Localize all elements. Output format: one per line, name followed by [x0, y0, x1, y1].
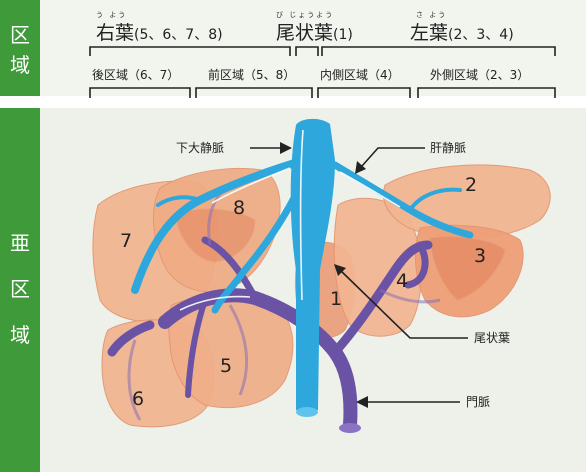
- portal-vein-cut: [339, 423, 361, 433]
- lateral-sector-bracket: [417, 87, 556, 98]
- left-lobe-ruby: さ よう: [416, 11, 448, 19]
- segment-2-number: 2: [465, 174, 477, 196]
- callout-arrowheads: [280, 142, 368, 408]
- ivc-arrowhead: [280, 142, 292, 154]
- hepatic-vein-callout-line: [361, 147, 425, 167]
- left-lobe-bracket: [321, 46, 556, 56]
- callout-lines: [250, 147, 468, 403]
- subregion-label-char-2: 区: [10, 277, 30, 301]
- caudate-lobe-callout-line: [339, 269, 468, 339]
- sector-brackets: [89, 87, 556, 98]
- segment-7-number: 7: [120, 230, 132, 252]
- portal-vein: [107, 236, 433, 432]
- right-lobe-name: 右葉: [96, 22, 135, 44]
- caudate-lobe-arrowhead: [334, 264, 346, 276]
- hepatic-veins: [131, 156, 474, 314]
- right-lobe-ruby: う よう: [96, 11, 128, 19]
- anterior-sector-bracket: [195, 87, 313, 98]
- posterior-sector-bracket: [89, 87, 191, 98]
- medial-sector-bracket: [317, 87, 411, 98]
- subregion-label-char-3: 域: [10, 323, 30, 347]
- inferior-vena-cava: [290, 118, 335, 417]
- middle-hepatic-vein: [211, 171, 309, 314]
- subregion-label-char-1: 亜: [10, 231, 30, 255]
- vein-highlights: [179, 129, 401, 311]
- left-lobe-name: 左葉: [410, 22, 449, 44]
- left-lobe-segments: (2、3、4): [448, 27, 514, 43]
- ivc-label: 下大静脈: [176, 141, 224, 155]
- left-lobe-title: 左葉(2、3、4): [410, 18, 514, 45]
- segment-8-dark-area: [174, 208, 256, 263]
- caudate-lobe-label: 尾状葉: [474, 331, 510, 345]
- posterior-sector-label: 後区域（6、7）: [92, 68, 180, 82]
- ivc-body: [290, 118, 335, 410]
- portal-vein-umbilical: [404, 241, 429, 289]
- segment-6-number: 6: [132, 388, 144, 410]
- divider: [0, 96, 586, 108]
- portal-vein-label: 門脈: [466, 395, 490, 409]
- caudate-lobe-ruby: び じょうよう: [276, 11, 335, 19]
- caudate-lobe-bracket: [295, 46, 319, 56]
- lobe-brackets: [89, 46, 556, 56]
- portal-vein-segment5-branch: [185, 297, 208, 398]
- portal-vein-right-posterior: [107, 320, 155, 357]
- segment-3-number: 3: [474, 245, 486, 267]
- anterior-sector-label: 前区域（5、8）: [208, 68, 296, 82]
- region-band: [0, 0, 40, 96]
- hepatic-vein-arrowhead: [355, 161, 366, 174]
- caudate-lobe-segments: (1): [333, 27, 353, 43]
- lateral-sector-label: 外側区域（2、3）: [430, 68, 530, 82]
- medial-sector-label: 内側区域（4）: [320, 68, 400, 82]
- caudate-lobe-name: 尾状葉: [276, 22, 334, 44]
- right-lobe-title: 右葉(5、6、7、8): [96, 18, 223, 45]
- hepatic-vein-label: 肝静脈: [430, 141, 466, 155]
- segment-1-number: 1: [330, 288, 342, 310]
- header-panel: [40, 0, 586, 96]
- caudate-lobe-title: 尾状葉(1): [276, 18, 353, 45]
- right-hepatic-vein-branch: [156, 195, 202, 207]
- segment-3-dark-area: [429, 236, 506, 301]
- segment-8-number: 8: [233, 197, 245, 219]
- segment-4-number: 4: [396, 270, 408, 292]
- right-lobe-segments: (5、6、7、8): [134, 27, 223, 43]
- ivc-cut: [296, 407, 318, 417]
- right-lobe-bracket: [89, 46, 291, 56]
- subregion-band: [0, 108, 40, 472]
- portal-vein-left-branch: [330, 240, 433, 357]
- region-label-char-1: 区: [10, 23, 30, 47]
- region-label-char-2: 域: [10, 53, 30, 77]
- left-hepatic-vein-branch: [408, 187, 462, 212]
- portal-vein-arrowhead: [356, 396, 368, 408]
- segment-5-number: 5: [220, 355, 232, 377]
